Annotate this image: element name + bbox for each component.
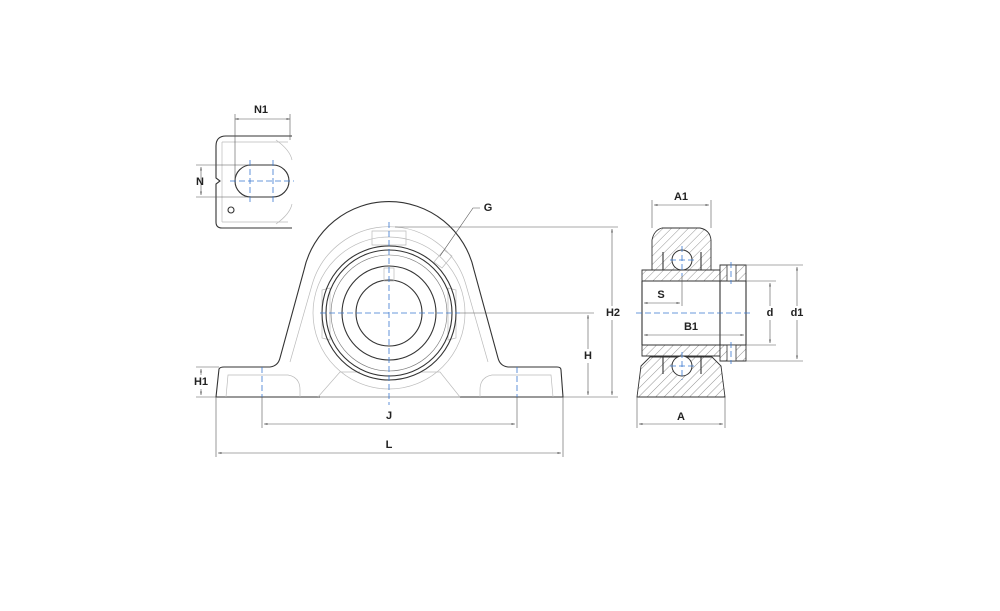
inner-ring-top <box>641 269 721 282</box>
grease-nipple <box>433 249 453 269</box>
set-screw <box>383 267 395 282</box>
dim-label-H2: H2 <box>606 307 620 319</box>
housing-outline <box>215 201 564 398</box>
inner-ring-bottom <box>641 344 721 357</box>
dim-label-N1: N1 <box>254 104 268 116</box>
front-view: G H2 H H1 J L <box>190 201 624 457</box>
dim-label-L: L <box>386 439 393 451</box>
dim-label-d: d <box>767 307 774 319</box>
dim-label-A: A <box>677 411 685 423</box>
dim-label-B1: B1 <box>684 321 698 333</box>
dim-label-G: G <box>484 202 493 214</box>
dim-label-J: J <box>386 410 392 422</box>
side-section-view: A1 S B1 d d1 A <box>636 191 807 428</box>
dim-label-S: S <box>657 289 664 301</box>
foot-slot-inset: N1 N <box>196 104 294 229</box>
dim-label-H: H <box>584 350 592 362</box>
inset-outline <box>215 135 292 229</box>
dim-label-H1: H1 <box>194 376 208 388</box>
dim-label-N: N <box>196 176 204 188</box>
dim-label-d1: d1 <box>791 307 804 319</box>
inset-hole <box>227 206 235 214</box>
upper-housing-section <box>651 227 712 271</box>
dim-label-A1: A1 <box>674 191 688 203</box>
